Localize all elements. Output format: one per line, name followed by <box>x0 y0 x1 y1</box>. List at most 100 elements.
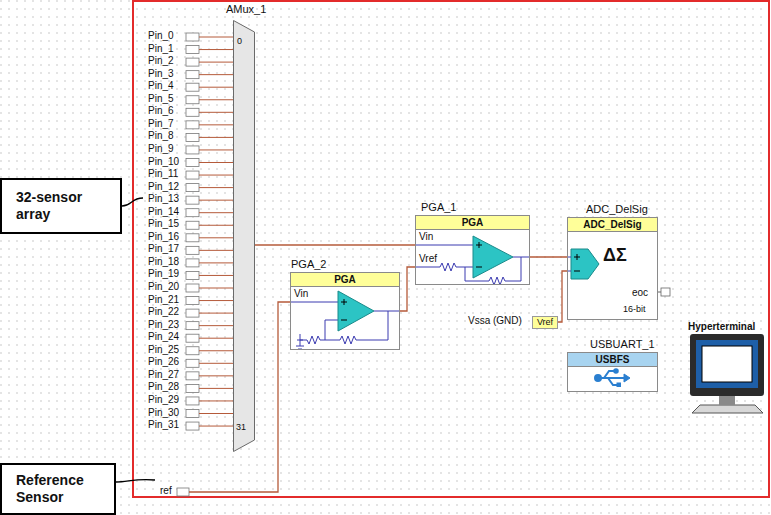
pin-name: Pin_19 <box>148 268 179 280</box>
pin-wire <box>199 200 233 201</box>
pin-icon <box>186 246 199 254</box>
pin-icon <box>186 71 199 79</box>
computer-icon <box>690 334 764 413</box>
block-header: ADC_DelSig <box>568 218 657 232</box>
pin-name: Pin_5 <box>148 93 174 105</box>
pin-icon <box>186 410 199 418</box>
adc-input-symbol <box>571 249 599 279</box>
pin-wire <box>199 375 233 376</box>
pin-wire <box>199 225 233 226</box>
pin-name: Pin_6 <box>148 105 174 117</box>
pin-name: Pin_26 <box>148 356 179 368</box>
signal-wire <box>558 271 567 322</box>
callout-text: Reference Sensor <box>16 472 104 506</box>
pin-wire <box>199 62 233 63</box>
pin-name: Pin_22 <box>148 306 179 318</box>
pin-icon <box>177 488 189 496</box>
callout-text: 32-sensor array <box>16 189 104 223</box>
pin-name: Pin_18 <box>148 256 179 268</box>
adc-block: ADC_DelSigADC_DelSigΔΣeoc16-bit <box>567 217 658 320</box>
block-title: AMux_1 <box>226 3 266 16</box>
pin-icon <box>186 334 199 342</box>
pin-name: Pin_11 <box>148 168 178 180</box>
signal-wire <box>400 267 415 311</box>
pin-wire <box>199 99 233 100</box>
eoc-terminal-wire <box>658 292 661 293</box>
pin-wire <box>199 87 233 88</box>
pin-wire <box>199 112 233 113</box>
signal-wire <box>530 256 567 257</box>
pin-icon <box>186 384 199 392</box>
pin-wire <box>199 262 233 263</box>
port-label: eoc <box>632 287 648 299</box>
pin-name: Pin_13 <box>148 193 179 205</box>
pin-name: Pin_29 <box>148 394 179 406</box>
signal-name: Vssa (GND) <box>468 315 522 327</box>
pin-name: Pin_7 <box>148 118 174 130</box>
pin-name: Pin_1 <box>148 43 174 55</box>
pin-icon <box>186 297 199 305</box>
port-number: 31 <box>236 422 246 432</box>
pin-name: Pin_9 <box>148 143 174 155</box>
pin-wire <box>199 350 233 351</box>
block-title: PGA_1 <box>421 201 456 214</box>
pin-name: Pin_20 <box>148 281 179 293</box>
pin-name: Pin_27 <box>148 369 179 381</box>
opamp-symbol <box>473 236 513 278</box>
pin-name: Pin_16 <box>148 231 179 243</box>
terminal-label: Hyperterminal <box>688 321 755 333</box>
pin-icon <box>186 146 199 154</box>
pin-icon <box>186 58 199 66</box>
pin-icon <box>186 121 199 129</box>
pin-wire <box>199 37 233 38</box>
pin-name: Pin_10 <box>148 156 179 168</box>
pin-wire <box>199 363 233 364</box>
pin-wire <box>199 149 233 150</box>
pga-block: PGA_2PGAVin <box>290 272 400 350</box>
pin-wire <box>199 124 233 125</box>
pin-wire <box>199 388 233 389</box>
pin-name: Pin_3 <box>148 68 174 80</box>
pin-icon <box>186 171 199 179</box>
pin-wire <box>199 400 233 401</box>
pin-wire <box>199 212 233 213</box>
pin-icon <box>186 309 199 317</box>
pin-wire <box>199 175 233 176</box>
pin-wire <box>199 237 233 238</box>
analog-mux: AMux_1031 <box>233 20 255 452</box>
pin-name: Pin_17 <box>148 243 179 255</box>
pin-wire <box>199 300 233 301</box>
pin-icon <box>186 133 199 141</box>
pin-name: Pin_30 <box>148 407 179 419</box>
pin-wire <box>199 275 233 276</box>
pin-icon <box>186 372 199 380</box>
pin-wire <box>199 325 233 326</box>
pin-name: Pin_8 <box>148 130 174 142</box>
delta-sigma-symbol: ΔΣ <box>603 245 627 266</box>
port-number: 0 <box>237 36 242 46</box>
pin-name: Pin_31 <box>148 419 179 431</box>
pin-wire <box>199 49 233 50</box>
pin-wire <box>199 313 233 314</box>
port-label: Vin <box>294 288 308 300</box>
pin-name: Pin_4 <box>148 80 174 92</box>
pin-wire <box>199 413 233 414</box>
opamp-sign <box>341 299 347 320</box>
block-fill <box>567 217 658 320</box>
pin-icon <box>186 259 199 267</box>
pin-icon <box>186 422 199 430</box>
block-title: PGA_2 <box>291 258 326 271</box>
pin-wire <box>199 250 233 251</box>
pin-wire <box>199 426 233 427</box>
pin-name: Pin_0 <box>148 30 174 42</box>
leader-line <box>116 479 155 482</box>
pin-name: Pin_12 <box>148 181 179 193</box>
pin-icon <box>186 46 199 54</box>
pin-icon <box>186 209 199 217</box>
pin-icon <box>186 221 199 229</box>
pin-wire <box>199 338 233 339</box>
block-title: USBUART_1 <box>590 338 655 351</box>
pin-wire <box>199 162 233 163</box>
